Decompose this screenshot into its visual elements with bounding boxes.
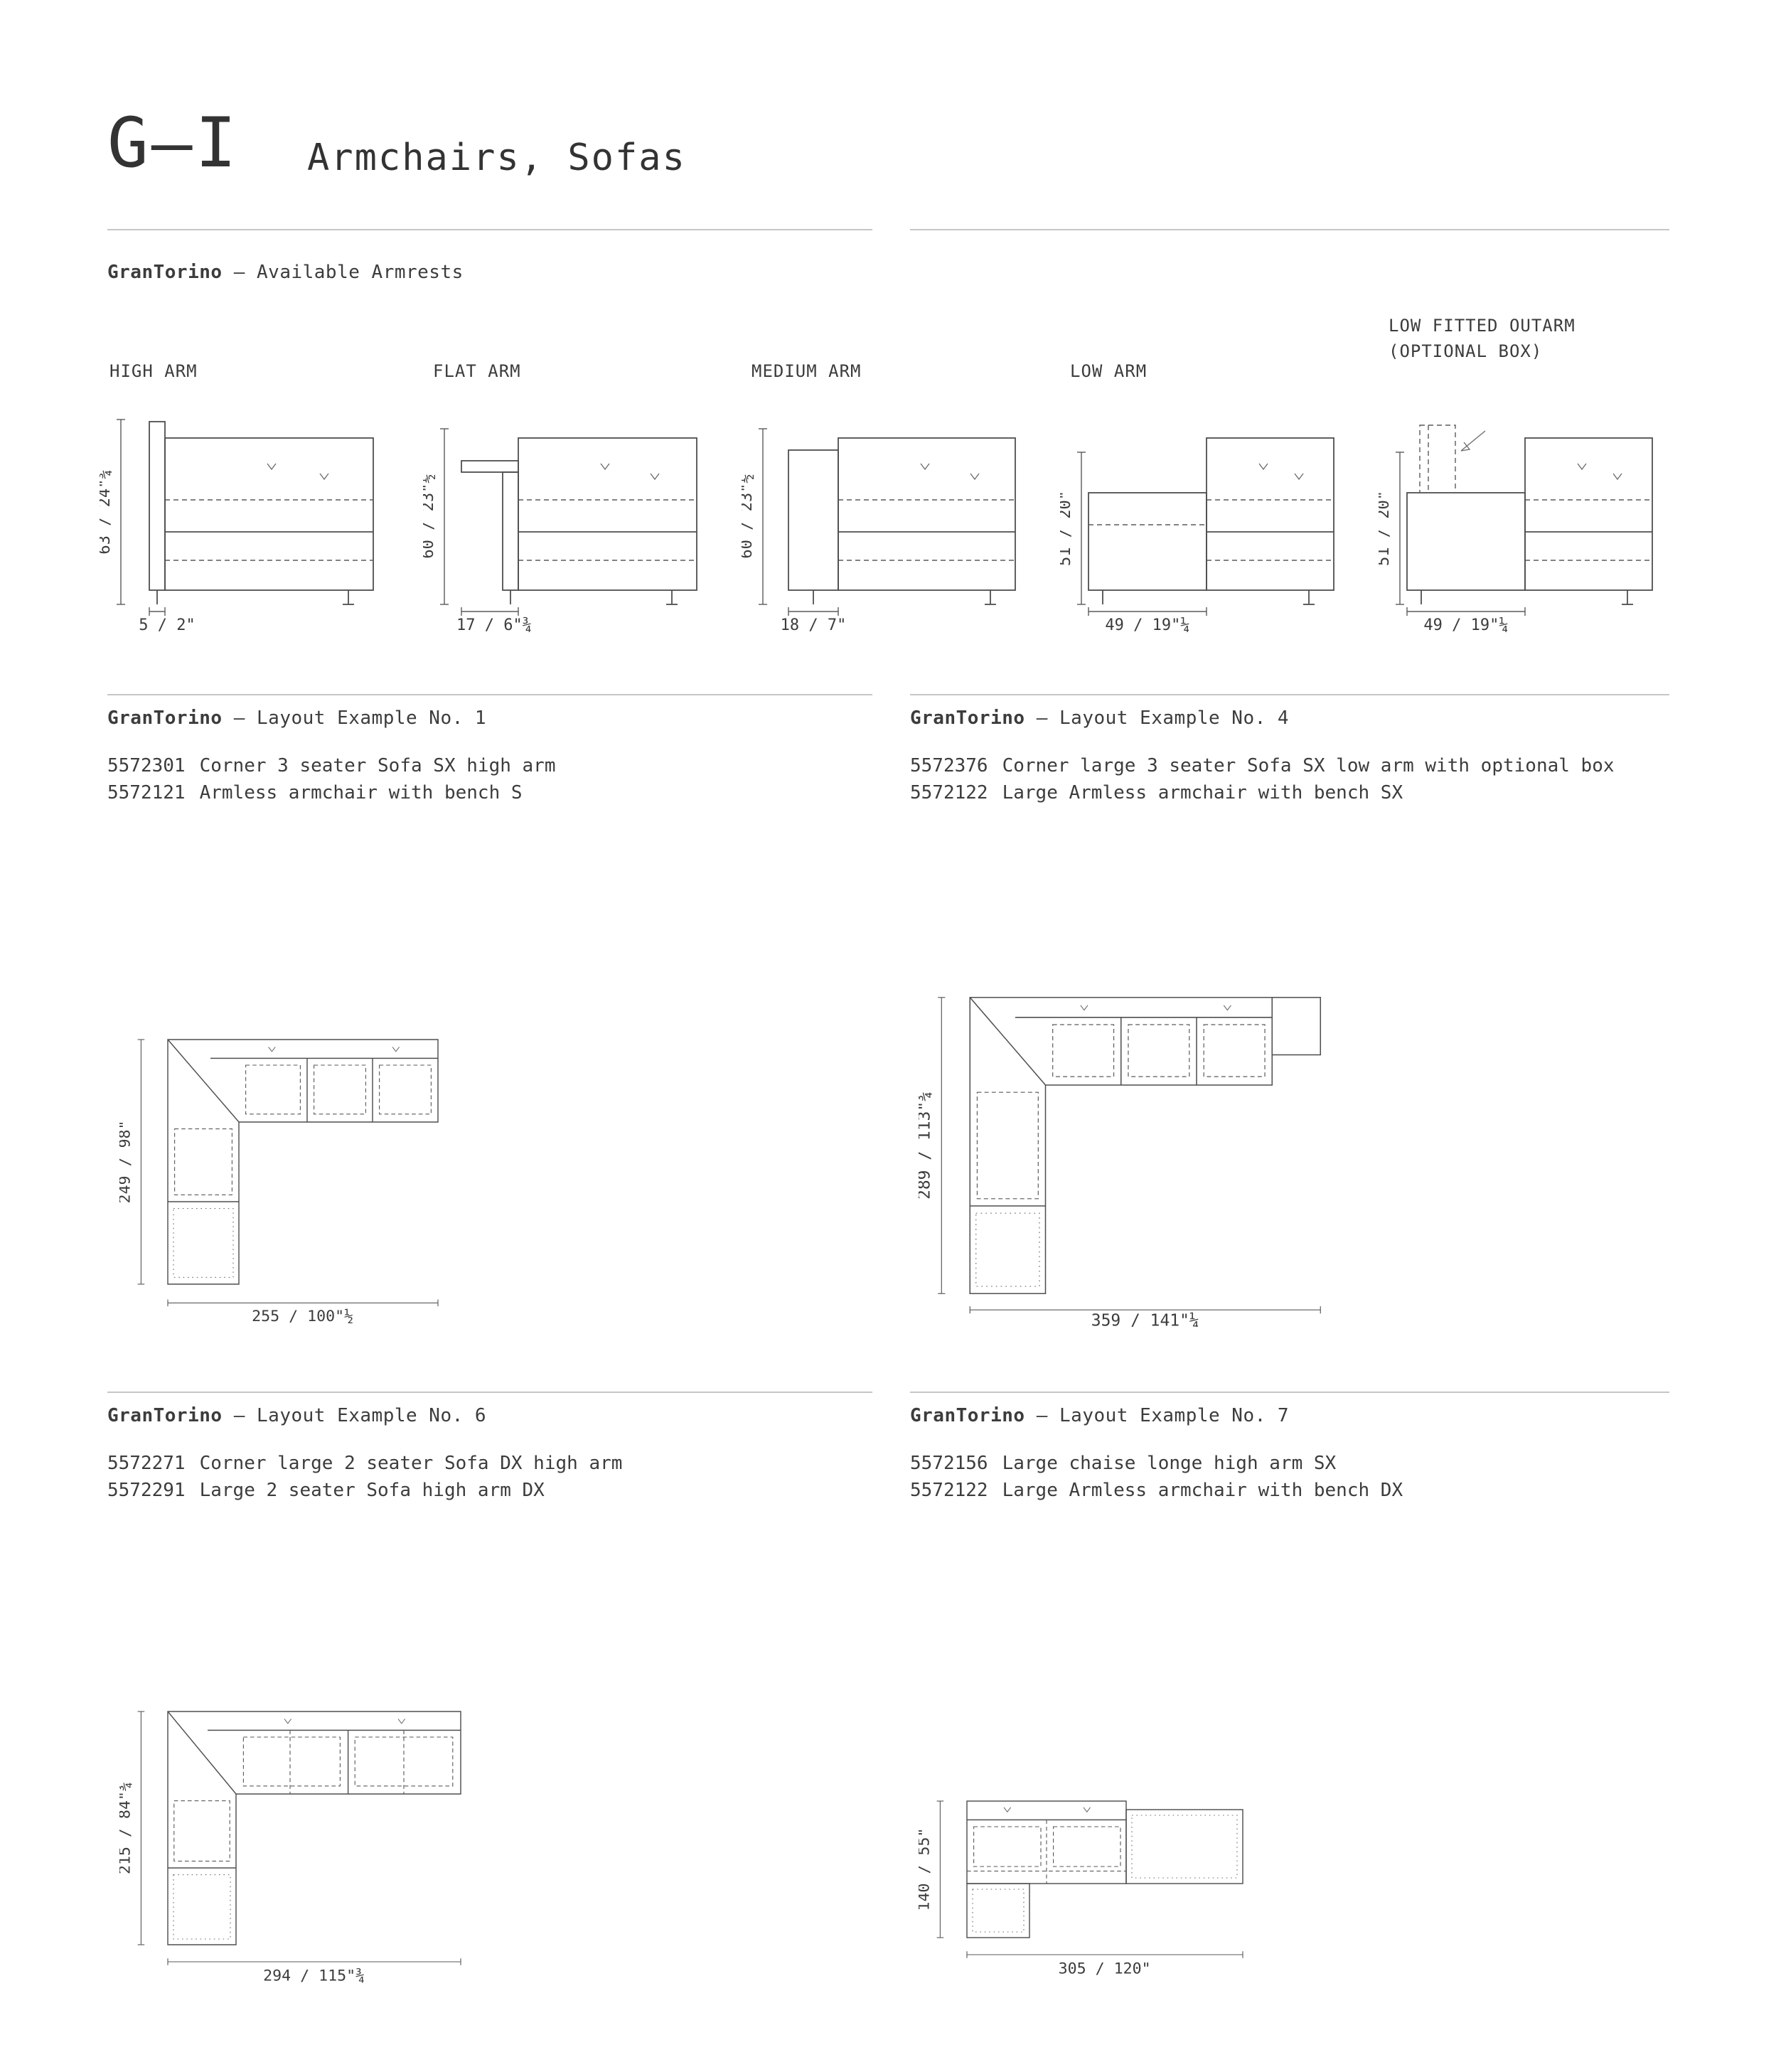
armrest-cell-low-arm: LOW ARM 51 / 20" 49 / 19"¼ [1060, 313, 1373, 668]
layout-diagram-7: 140 / 55" 305 / 120" [919, 1800, 1243, 1977]
product-code: 5572122 [910, 782, 988, 803]
product-description: Large 2 seater Sofa high arm DX [199, 1480, 545, 1501]
product-code: 5572122 [910, 1480, 988, 1501]
horizontal-dimension: 305 / 120" [1059, 1960, 1151, 1977]
list-item: 5572291 Large 2 seater Sofa high arm DX [107, 1477, 622, 1504]
high-arm-diagram: 63 / 24"¾ 5 / 2" [100, 419, 374, 634]
layout-section-title: GranTorino — Layout Example No. 7 [910, 1405, 1289, 1426]
low-arm-diagram: 51 / 20" 49 / 19"¼ [1060, 437, 1334, 634]
list-item: 5572122 Large Armless armchair with bench… [910, 779, 1615, 806]
divider [910, 1392, 1669, 1393]
layout-title-suffix: — Layout Example No. 4 [1036, 707, 1290, 729]
product-code: 5572291 [107, 1480, 186, 1501]
divider [107, 694, 872, 695]
layout-section-title: GranTorino — Layout Example No. 1 [107, 707, 486, 729]
horizontal-dimension: 294 / 115"¾ [263, 1967, 365, 1985]
product-code: 5572121 [107, 782, 186, 803]
height-dimension: 51 / 20" [1060, 491, 1074, 566]
vertical-dimension: 289 / 113"¾ [919, 1091, 934, 1200]
layout-diagram-1: 249 / 98" 255 / 100"½ [119, 1039, 439, 1325]
layout-title-suffix: — Layout Example No. 7 [1036, 1405, 1290, 1426]
product-description: Large Armless armchair with bench DX [1002, 1480, 1403, 1501]
armrests-section-suffix: — Available Armrests [233, 262, 464, 283]
divider [910, 694, 1669, 695]
product-code: 5572301 [107, 755, 186, 776]
product-description: Large Armless armchair with bench SX [1002, 782, 1403, 803]
armrest-sublabel: (OPTIONAL BOX) [1389, 341, 1543, 361]
layout-section-title: GranTorino — Layout Example No. 6 [107, 1405, 486, 1426]
layout-title-suffix: — Layout Example No. 6 [233, 1405, 487, 1426]
height-dimension: 60 / 23"½ [742, 474, 756, 558]
list-item: 5572121 Armless armchair with bench S [107, 779, 555, 806]
brand-name: GranTorino [107, 262, 223, 283]
section-code: G–I [107, 103, 240, 183]
armrest-label: LOW ARM [1070, 361, 1148, 381]
brand-name: GranTorino [107, 707, 223, 729]
armrest-label: HIGH ARM [109, 361, 198, 381]
armrest-label: MEDIUM ARM [751, 361, 862, 381]
width-dimension: 17 / 6"¾ [456, 616, 532, 634]
width-dimension: 5 / 2" [139, 616, 195, 634]
armrest-cell-low-fitted-outarm: LOW FITTED OUTARM (OPTIONAL BOX) 51 / 20… [1379, 313, 1691, 668]
medium-arm-diagram: 60 / 23"½ 18 / 7" [742, 428, 1016, 634]
width-dimension: 49 / 19"¼ [1423, 616, 1508, 634]
product-description: Corner large 2 seater Sofa DX high arm [199, 1453, 623, 1474]
product-code: 5572271 [107, 1453, 186, 1474]
list-item: 5572156 Large chaise longe high arm SX [910, 1450, 1403, 1477]
divider [107, 1392, 872, 1393]
page-title: Armchairs, Sofas [307, 137, 686, 179]
layout-item-list: 5572271 Corner large 2 seater Sofa DX hig… [107, 1450, 622, 1504]
divider [107, 229, 872, 230]
low-fitted-outarm-diagram: 51 / 20" 49 / 19"¼ [1379, 424, 1653, 634]
height-dimension: 63 / 24"¾ [100, 469, 114, 554]
armrest-cell-high-arm: HIGH ARM 63 / 24"¾ 5 / 2" [100, 313, 412, 668]
list-item: 5572122 Large Armless armchair with bench… [910, 1477, 1403, 1504]
product-description: Large chaise longe high arm SX [1002, 1453, 1337, 1474]
vertical-dimension: 215 / 84"¾ [119, 1782, 134, 1874]
horizontal-dimension: 255 / 100"½ [252, 1308, 353, 1325]
height-dimension: 60 / 23"½ [423, 474, 437, 558]
product-description: Corner 3 seater Sofa SX high arm [199, 755, 556, 776]
layout-item-list: 5572376 Corner large 3 seater Sofa SX low… [910, 752, 1615, 806]
armrests-section-title: GranTorino — Available Armrests [107, 262, 464, 283]
layout-diagram-6: 215 / 84"¾ 294 / 115"¾ [119, 1711, 461, 1985]
list-item: 5572301 Corner 3 seater Sofa SX high arm [107, 752, 555, 779]
product-code: 5572156 [910, 1453, 988, 1474]
armrest-label: LOW FITTED OUTARM [1389, 316, 1576, 336]
layout-item-list: 5572156 Large chaise longe high arm SX 55… [910, 1450, 1403, 1504]
layout-title-suffix: — Layout Example No. 1 [233, 707, 487, 729]
vertical-dimension: 140 / 55" [919, 1827, 933, 1911]
divider [910, 229, 1669, 230]
armrest-label: FLAT ARM [433, 361, 521, 381]
width-dimension: 18 / 7" [781, 616, 847, 634]
flat-arm-diagram: 60 / 23"½ 17 / 6"¾ [423, 428, 697, 634]
product-description: Armless armchair with bench S [199, 782, 523, 803]
height-dimension: 51 / 20" [1379, 491, 1393, 566]
vertical-dimension: 249 / 98" [119, 1120, 134, 1203]
list-item: 5572376 Corner large 3 seater Sofa SX low… [910, 752, 1615, 779]
layout-diagram-4: 289 / 113"¾ 359 / 141"¼ [919, 996, 1322, 1327]
product-code: 5572376 [910, 755, 988, 776]
armrest-cell-medium-arm: MEDIUM ARM 60 / 23"½ 18 / 7" [742, 313, 1054, 668]
list-item: 5572271 Corner large 2 seater Sofa DX hig… [107, 1450, 622, 1477]
armrest-cell-flat-arm: FLAT ARM 60 / 23"½ 17 / 6"¾ [423, 313, 736, 668]
product-description: Corner large 3 seater Sofa SX low arm wi… [1002, 755, 1615, 776]
brand-name: GranTorino [107, 1405, 223, 1426]
layout-section-title: GranTorino — Layout Example No. 4 [910, 707, 1289, 729]
horizontal-dimension: 359 / 141"¼ [1091, 1311, 1199, 1327]
brand-name: GranTorino [910, 1405, 1025, 1426]
brand-name: GranTorino [910, 707, 1025, 729]
width-dimension: 49 / 19"¼ [1105, 616, 1189, 634]
